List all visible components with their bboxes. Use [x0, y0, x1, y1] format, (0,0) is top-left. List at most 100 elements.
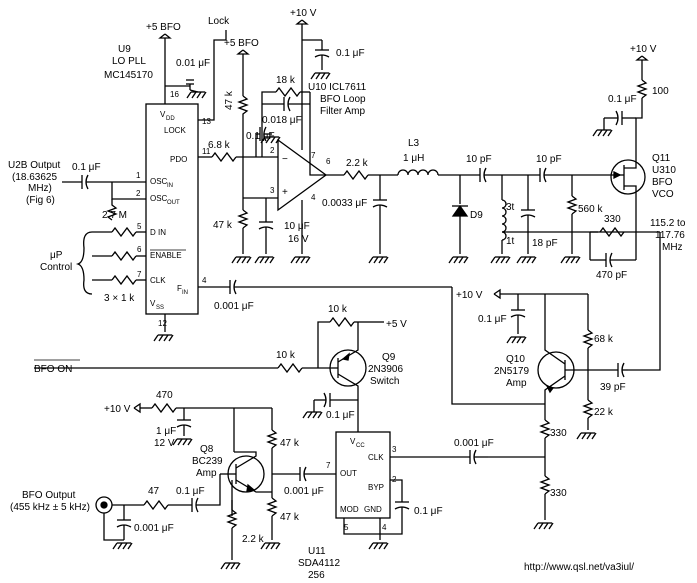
- u9-pin-oscin: OSC: [150, 177, 168, 186]
- d9-ref: D9: [470, 210, 483, 221]
- q9-ref: Q9: [382, 352, 396, 363]
- c-in-label: 0.1 μF: [176, 486, 205, 497]
- u11-part: SDA4112: [298, 558, 341, 569]
- q9-role: Switch: [370, 376, 399, 387]
- r-bias-label: 47 k: [213, 220, 233, 231]
- c-10p-b-label: 10 pF: [536, 154, 562, 165]
- q10-part: 2N5179: [494, 366, 529, 377]
- c-10p-a-label: 10 pF: [466, 154, 492, 165]
- r-loop-out-label: 2.2 k: [346, 158, 369, 169]
- c-loop-out-label: 0.0033 μF: [322, 198, 367, 209]
- c-out-q8-label: 0.001 μF: [284, 486, 324, 497]
- q11-transistor: [610, 159, 646, 195]
- u11-pin-mod: MOD: [340, 505, 359, 514]
- r-osc-label: 2.7 M: [102, 210, 127, 221]
- r-100-label: 100: [652, 86, 669, 97]
- u9-pin2: 2: [136, 189, 141, 198]
- u9-pin-fin-sub: IN: [182, 290, 188, 296]
- u11-pin7: 7: [326, 461, 331, 470]
- c-u10-sup-label: 0.1 μF: [336, 48, 365, 59]
- c-q9-label: 0.1 μF: [326, 410, 355, 421]
- tap-1t: 1t: [506, 236, 515, 247]
- r-68k-label: 68 k: [594, 334, 614, 345]
- q8-part: BC239: [192, 456, 223, 467]
- u9-chip: [145, 103, 199, 315]
- u11-pin5: 5: [344, 523, 349, 532]
- u10-minus: −: [282, 154, 288, 165]
- r-47k-a-label: 47 k: [280, 438, 300, 449]
- label-u2b-3: MHz): [28, 183, 52, 194]
- u9-pin-clk: CLK: [150, 276, 166, 285]
- u9-pin-enable: ENABLE: [150, 251, 182, 260]
- r-330-src-label: 330: [604, 214, 621, 225]
- u11-pin3: 3: [392, 445, 397, 454]
- supply-10v-b: +10 V: [630, 44, 657, 55]
- url-credit: http://www.qsl.net/va3iul/: [524, 562, 634, 573]
- u11-ratio: 256: [308, 570, 325, 581]
- u9-pin-oscout-sub: OUT: [167, 200, 180, 206]
- u9-pin-lock: LOCK: [164, 126, 186, 135]
- u9-pin4: 4: [202, 276, 207, 285]
- u9-pin-vdd: V: [160, 110, 166, 119]
- q9-transistor: [329, 349, 367, 387]
- c-39p-label: 39 pF: [600, 382, 626, 393]
- c-pdo-label: 0.1 μF: [246, 131, 275, 142]
- r-330b-label: 330: [550, 488, 567, 499]
- r-22k-label: 22 k: [594, 407, 614, 418]
- l3-value: 1 μH: [403, 153, 424, 164]
- label-u2b-2: (18.63625: [12, 172, 57, 183]
- r-q9b-label: 10 k: [276, 350, 296, 361]
- r-fb-label: 18 k: [276, 75, 296, 86]
- r-2k2-label: 2.2 k: [242, 534, 265, 545]
- vco-out-1: 115.2 to: [650, 218, 686, 229]
- label-u2b-1: U2B Output: [8, 160, 60, 171]
- supply-10v-c: +10 V: [456, 290, 483, 301]
- u9-pin7: 7: [137, 270, 142, 279]
- u9-pin12: 12: [158, 319, 167, 328]
- q11-role1: BFO: [652, 177, 673, 188]
- r-pdo-label: 6.8 k: [208, 140, 231, 151]
- u11-pin-vcc: V: [350, 437, 356, 446]
- u11-pin-clk: CLK: [368, 453, 384, 462]
- l3-ref: L3: [408, 138, 420, 149]
- c-q10-dec-label: 0.1 μF: [478, 314, 507, 325]
- c-opamp-label: 10 μF: [284, 221, 310, 232]
- supply-bfo5-b: +5 BFO: [224, 38, 259, 49]
- q11-role2: VCO: [652, 189, 674, 200]
- u10-ref: U10 ICL7611: [308, 82, 367, 93]
- vco-out-2: 117.76: [655, 230, 685, 241]
- u9-pin-vdd-sub: DD: [166, 116, 175, 122]
- u11-pin-byp: BYP: [368, 483, 384, 492]
- label-bfo-out-1: BFO Output: [22, 490, 76, 501]
- label-up-1: μP: [50, 250, 63, 261]
- u10-desc2: Filter Amp: [320, 106, 365, 117]
- u10-pin6: 6: [326, 157, 331, 166]
- c-fin-label: 0.001 μF: [214, 301, 254, 312]
- r-470-label: 470: [156, 390, 173, 401]
- u9-part: MC145170: [104, 70, 153, 81]
- c-1u-label: 1 μF: [156, 426, 176, 437]
- u9-pin11: 11: [202, 147, 211, 156]
- supply-bfo5-a: +5 BFO: [146, 22, 181, 33]
- u9-pin-pdo: PDO: [170, 155, 187, 164]
- u9-pin-din: D IN: [150, 228, 166, 237]
- u10-plus: +: [282, 187, 288, 198]
- label-bfo-on: BFO ON: [34, 364, 72, 375]
- q8-role: Amp: [196, 468, 217, 479]
- c-fb-label: 0.018 μF: [262, 115, 302, 126]
- u9-pin-fin: F: [177, 284, 182, 293]
- tap-3t: 3t: [506, 202, 515, 213]
- u9-pin1: 1: [136, 171, 141, 180]
- u9-pin-vss-sub: SS: [156, 305, 164, 311]
- u11-pin-out: OUT: [340, 469, 357, 478]
- u10-pin7: 7: [311, 151, 316, 160]
- label-bfo-out-2: (455 kHz ± 5 kHz): [10, 502, 90, 513]
- r-330a-label: 330: [550, 428, 567, 439]
- label-up-2: Control: [40, 262, 72, 273]
- u11-pin4: 4: [382, 523, 387, 532]
- c-in-gnd-label: 0.001 μF: [134, 523, 174, 534]
- c-opamp-v-label: 16 V: [288, 234, 309, 245]
- c-470p-label: 470 pF: [596, 270, 627, 281]
- u10-pin2: 2: [270, 146, 275, 155]
